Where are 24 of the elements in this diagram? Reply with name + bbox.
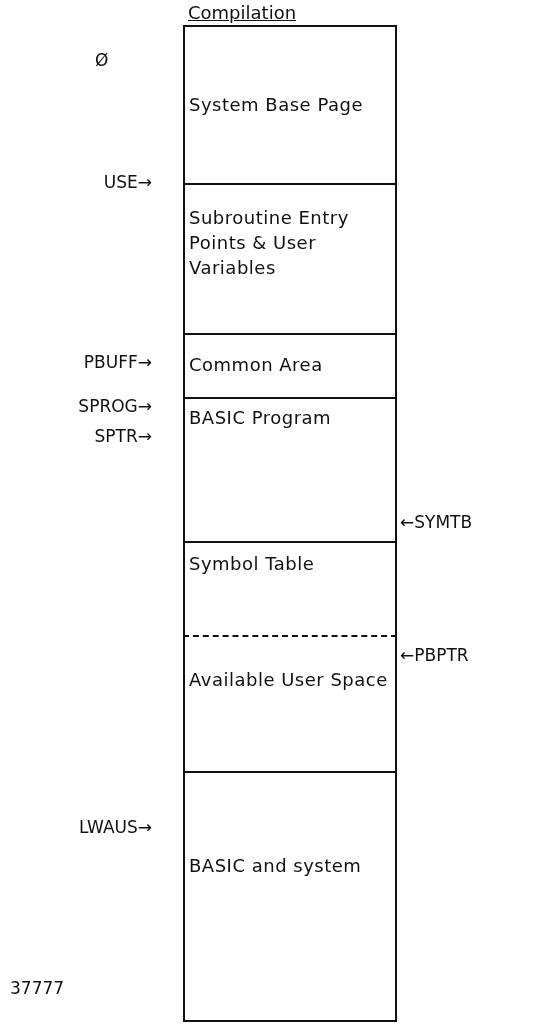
memory-segment: [183, 771, 397, 1022]
address-label: 37777: [10, 978, 65, 998]
title: Compilation: [188, 2, 297, 23]
pointer-label: ←PBPTR: [400, 645, 469, 665]
segment-label: System Base Page: [189, 93, 364, 117]
memory-segment: [183, 183, 397, 333]
pointer-label: SPROG→: [78, 396, 152, 416]
memory-segment: [183, 25, 397, 183]
memory-segment: [183, 333, 397, 397]
memory-segment: [183, 397, 397, 541]
segment-label: Available User Space: [189, 668, 389, 692]
pointer-label: USE→: [103, 172, 152, 192]
pointer-label: PBUFF→: [83, 352, 152, 372]
segment-label: Symbol Table: [189, 552, 316, 576]
memory-segment: [183, 541, 397, 635]
segment-label: BASIC Program: [189, 406, 333, 430]
pointer-label: LWAUS→: [79, 817, 152, 837]
pointer-label: ←SYMTB: [400, 512, 473, 532]
segment-label: Subroutine Entry Points & User Variables: [189, 206, 350, 280]
segment-label: Common Area: [189, 353, 324, 377]
segment-label: BASIC and system: [189, 854, 363, 878]
memory-segment: [183, 635, 397, 771]
pointer-label: SPTR→: [94, 426, 152, 446]
address-label: Ø: [95, 50, 109, 70]
